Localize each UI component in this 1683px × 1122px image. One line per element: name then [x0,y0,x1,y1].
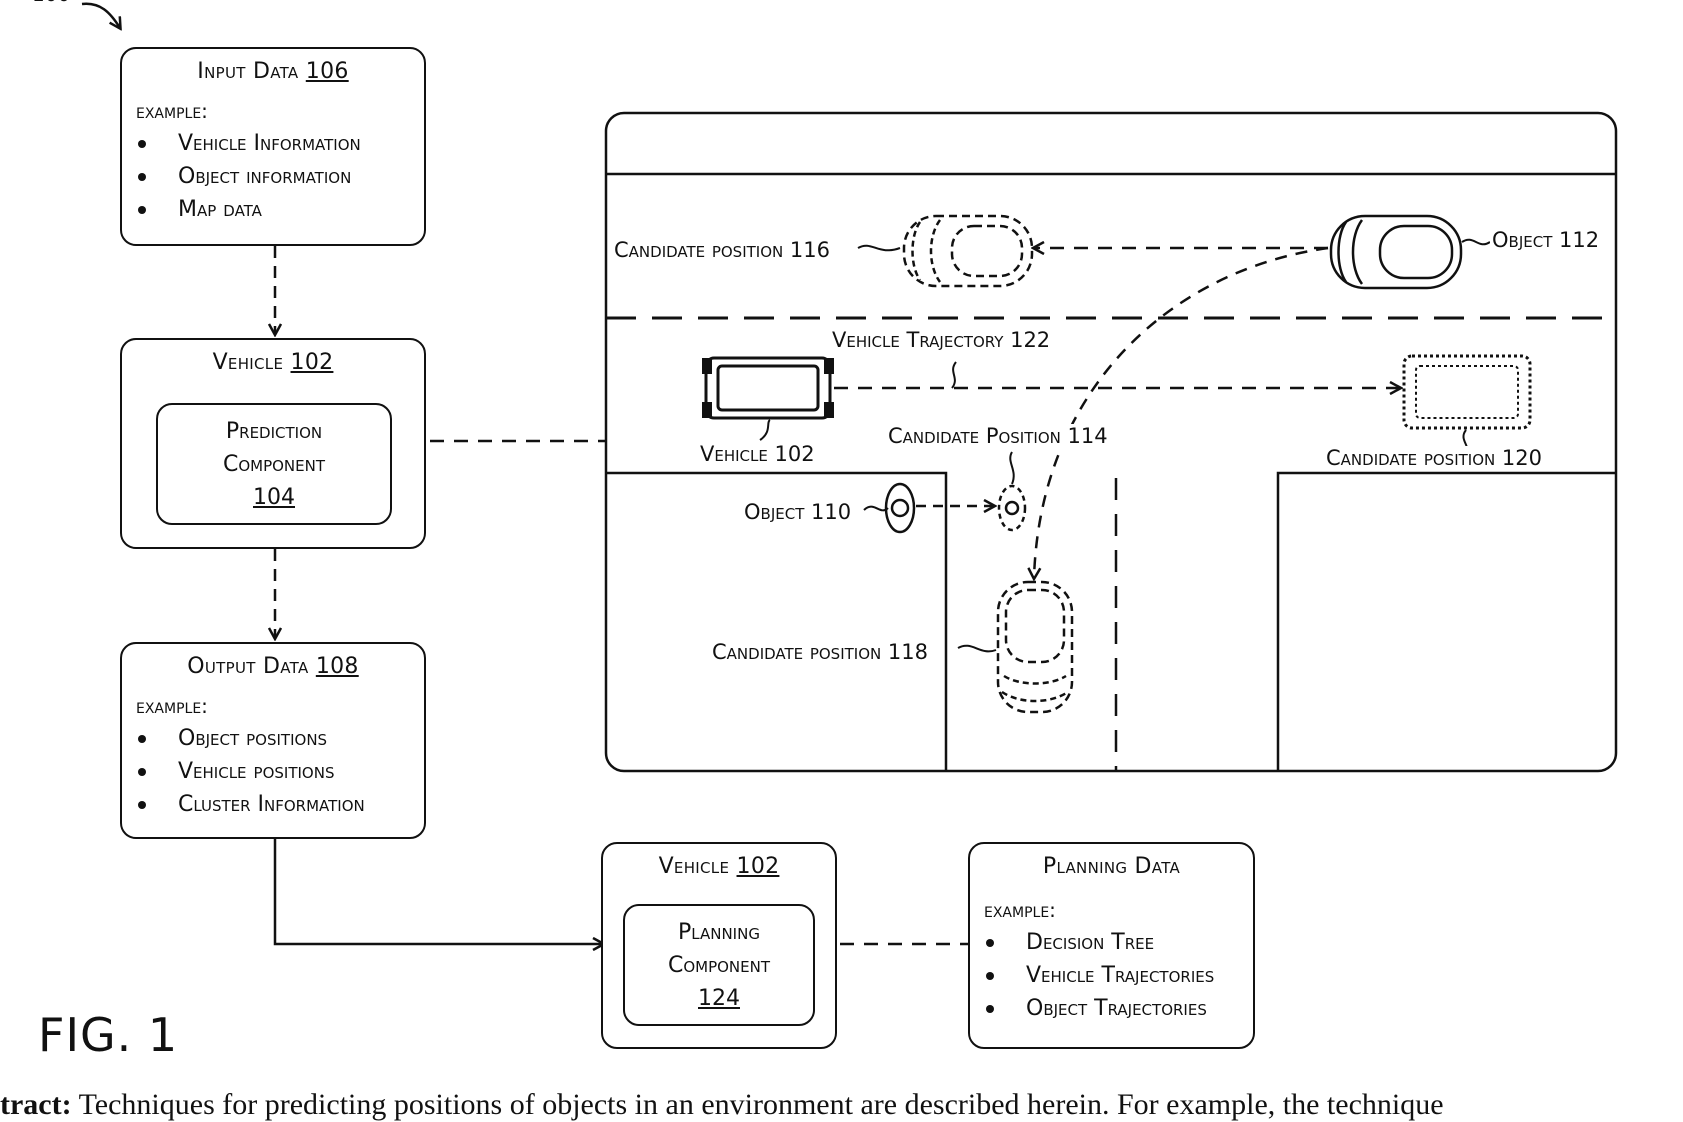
list-item: Object Trajectories [984,992,1214,1025]
connector-output-to-planning [275,839,603,944]
planning-data-example-label: example: [984,898,1056,922]
candidate-116-car [904,216,1032,286]
vehicle-planning-title: Vehicle [659,854,730,879]
label-object-110: Object 110 [742,500,853,524]
planning-component-line1: Planning [625,916,813,949]
vehicle-prediction-box: Vehicle 102 Prediction Component 104 [120,338,426,549]
label-candidate-116: Candidate position 116 [612,238,832,262]
figure-ref-number: 100 [32,0,70,6]
vehicle-planning-ref: 102 [737,854,780,879]
label-vehicle-trajectory-122: Vehicle Trajectory 122 [830,328,1052,352]
input-data-list: Vehicle Information Object information M… [136,127,361,226]
prediction-component-line1: Prediction [158,415,390,448]
list-item: Object positions [136,722,365,755]
candidate-114-pedestrian [999,486,1025,530]
list-item: Vehicle Trajectories [984,959,1214,992]
planning-component-box: Planning Component 124 [623,904,815,1026]
figure-label: FIG. 1 [38,1008,178,1062]
output-data-title: Output Data [187,654,308,679]
list-item: Decision Tree [984,926,1214,959]
vehicle-title: Vehicle [213,350,284,375]
planning-data-list: Decision Tree Vehicle Trajectories Objec… [984,926,1214,1025]
planning-component-ref: 124 [625,982,813,1015]
prediction-component-box: Prediction Component 104 [156,403,392,525]
label-object-112: Object 112 [1490,228,1601,252]
input-data-title: Input Data [197,59,298,84]
input-data-ref: 106 [306,59,349,84]
list-item: Vehicle positions [136,755,365,788]
abstract-lead: tract: [0,1088,72,1121]
planning-data-box: Planning Data example: Decision Tree Veh… [968,842,1255,1049]
output-data-list: Object positions Vehicle positions Clust… [136,722,365,821]
output-data-example-label: example: [136,694,208,718]
candidate-118-car [998,582,1072,712]
list-item: Map data [136,193,361,226]
prediction-component-line2: Component [158,448,390,481]
abstract-text: tract: Techniques for predicting positio… [0,1088,1444,1122]
output-data-ref: 108 [316,654,359,679]
output-data-box: Output Data 108 example: Object position… [120,642,426,839]
label-candidate-114: Candidate Position 114 [886,424,1110,448]
object-110-pedestrian [886,484,914,532]
vehicle-ref: 102 [291,350,334,375]
figure-ref-arrow [82,4,120,28]
planning-data-title: Planning Data [970,854,1253,879]
list-item: Object information [136,160,361,193]
list-item: Vehicle Information [136,127,361,160]
list-item: Cluster Information [136,788,365,821]
vehicle-planning-box: Vehicle 102 Planning Component 124 [601,842,837,1049]
input-data-example-label: example: [136,99,208,123]
label-candidate-120: Candidate position 120 [1324,446,1544,470]
input-data-box: Input Data 106 example: Vehicle Informat… [120,47,426,246]
abstract-body: Techniques for predicting positions of o… [72,1088,1444,1121]
label-vehicle-102: Vehicle 102 [698,442,817,466]
object-112-car [1331,216,1461,288]
label-candidate-118: Candidate position 118 [710,640,930,664]
prediction-component-ref: 104 [158,481,390,514]
vehicle-102-shape [702,358,834,418]
planning-component-line2: Component [625,949,813,982]
candidate-120-shape [1404,356,1530,428]
